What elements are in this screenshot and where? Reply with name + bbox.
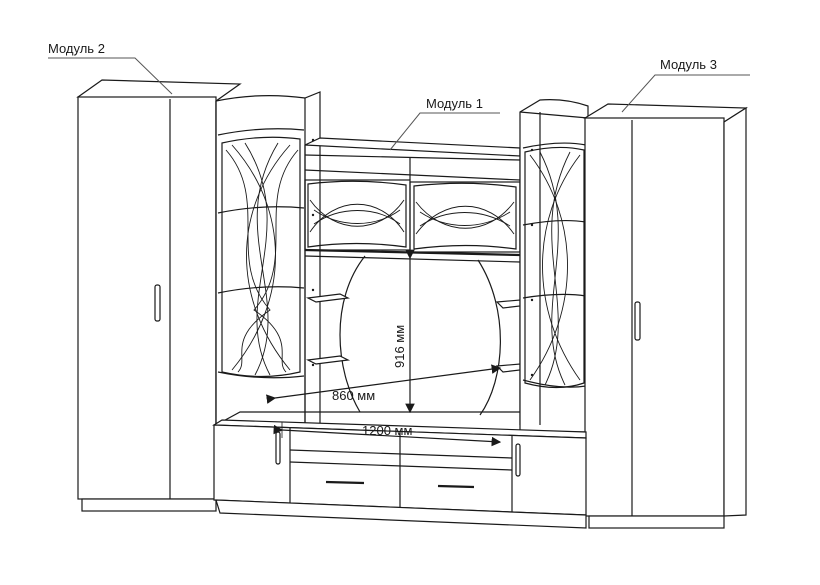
niche-width-dimension-label: 1200 мм: [362, 423, 412, 438]
leader-lines: [48, 57, 750, 151]
module-3-label: Модуль 3: [660, 57, 717, 72]
module-2-wardrobe: [76, 79, 242, 512]
module-1-center: [304, 137, 521, 425]
opening-width-dimension-label: 860 мм: [332, 388, 375, 403]
left-showcase: [215, 91, 321, 426]
dimension-lines: [266, 249, 502, 447]
module-2-label: Модуль 2: [48, 41, 105, 56]
module-1-label: Модуль 1: [426, 96, 483, 111]
height-dimension-label: 916 мм: [392, 325, 407, 368]
module-3-wardrobe: [582, 103, 748, 529]
right-showcase: [519, 99, 589, 433]
